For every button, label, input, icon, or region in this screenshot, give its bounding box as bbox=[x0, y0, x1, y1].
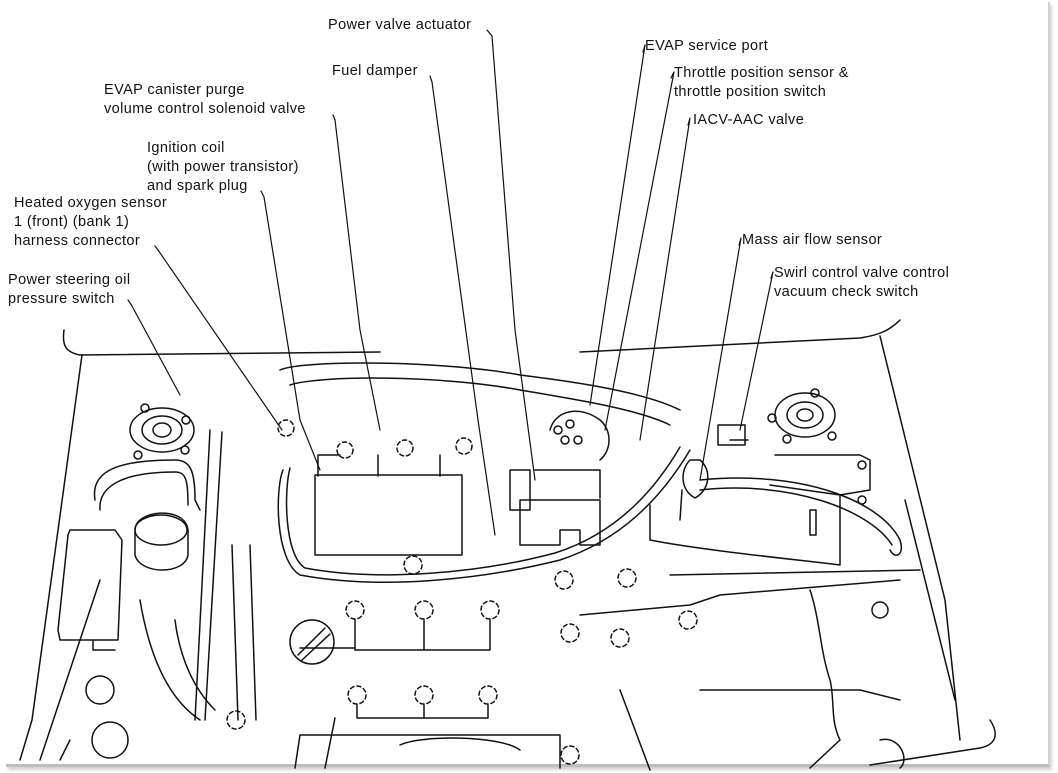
fluid-reservoir bbox=[134, 512, 189, 571]
label-ignition-coil-line1: Ignition coil bbox=[147, 140, 225, 156]
lower-engine-block bbox=[294, 734, 561, 769]
label-evap-canister-purge-line1: EVAP canister purge bbox=[104, 82, 245, 98]
label-evap-canister-purge-line2: volume control solenoid valve bbox=[104, 101, 306, 117]
intake-manifold bbox=[277, 362, 691, 583]
cap-left-2 bbox=[91, 721, 129, 759]
label-ignition-coil-line2: (with power transistor) bbox=[147, 159, 299, 175]
label-throttle-position-sensor-line2: throttle position switch bbox=[674, 84, 827, 100]
leader-heated-oxygen bbox=[154, 245, 283, 431]
leader-fuel-damper bbox=[429, 75, 496, 536]
hose-lower-left bbox=[139, 599, 201, 721]
label-heated-oxygen-sensor-line2: 1 (front) (bank 1) bbox=[14, 214, 130, 230]
diagram-frame bbox=[6, 2, 1050, 767]
spark-plug-row-lower bbox=[226, 685, 580, 765]
label-ignition-coil-line3: and spark plug bbox=[147, 178, 248, 194]
label-fuel-damper: Fuel damper bbox=[332, 63, 418, 79]
label-swirl-control-valve-line2: vacuum check switch bbox=[774, 284, 919, 300]
brake-line bbox=[194, 429, 223, 721]
strut-tower-left bbox=[129, 403, 195, 460]
strut-tower-right bbox=[767, 388, 837, 444]
label-power-valve-actuator: Power valve actuator bbox=[328, 17, 472, 33]
leader-lines bbox=[127, 29, 774, 536]
leader-throttle-position bbox=[604, 71, 675, 431]
label-swirl-control-valve-line1: Swirl control valve control bbox=[774, 265, 950, 281]
fuse-box bbox=[57, 529, 123, 651]
cap-left bbox=[85, 675, 115, 705]
leader-evap-service-port bbox=[589, 44, 646, 406]
spark-plug-row-middle bbox=[345, 555, 698, 648]
throttle-body bbox=[549, 410, 610, 461]
leader-maf bbox=[699, 237, 742, 481]
label-power-steering-switch-line1: Power steering oil bbox=[8, 272, 131, 288]
oil-filler-cap bbox=[289, 619, 335, 665]
label-heated-oxygen-sensor-line3: harness connector bbox=[14, 233, 141, 249]
leader-iacv-aac bbox=[639, 117, 691, 441]
leader-ignition-coil bbox=[260, 190, 321, 471]
label-throttle-position-sensor-line1: Throttle position sensor & bbox=[674, 65, 849, 81]
label-mass-air-flow-sensor: Mass air flow sensor bbox=[742, 232, 883, 248]
label-iacv-aac-valve: IACV-AAC valve bbox=[693, 112, 805, 128]
label-heated-oxygen-sensor-line1: Heated oxygen sensor bbox=[14, 195, 168, 211]
leader-power-valve-actuator bbox=[486, 29, 536, 481]
leader-evap-canister-purge bbox=[332, 114, 381, 431]
mass-air-flow-housing bbox=[679, 459, 709, 521]
air-cleaner-box bbox=[649, 454, 902, 566]
body-outline bbox=[19, 319, 996, 766]
pipe-vertical bbox=[231, 544, 257, 721]
leader-power-steering bbox=[127, 299, 181, 396]
lower-right-structure bbox=[579, 569, 921, 771]
hose-left bbox=[93, 459, 201, 511]
spark-plug-row-upper bbox=[277, 419, 473, 459]
label-evap-service-port: EVAP service port bbox=[645, 38, 769, 54]
swirl-control-connector bbox=[717, 424, 749, 446]
leader-swirl bbox=[739, 271, 774, 431]
label-power-steering-switch-line2: pressure switch bbox=[8, 291, 115, 307]
